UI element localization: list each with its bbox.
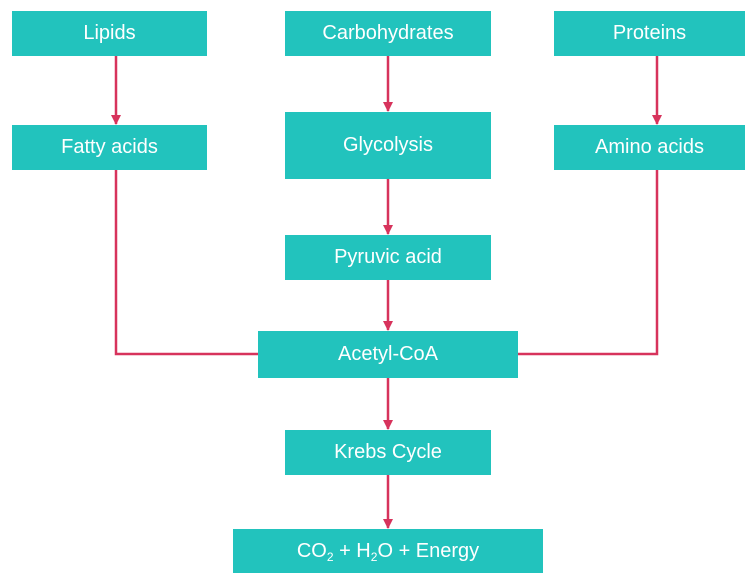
node-lipids-label: Lipids [83,22,136,44]
connector-fatty-acids-to-acetyl-coa [114,170,258,356]
node-acetyl-coa-label: Acetyl-CoA [337,343,439,365]
node-glycolysis-label: Glycolysis [342,134,433,156]
o-energy-text: O + Energy [377,539,480,562]
node-proteins: Proteins [554,11,745,56]
node-pyruvic-acid: Pyruvic acid [285,235,491,280]
plus-h-text: + H [333,539,371,562]
node-fatty-acids: Fatty acids [12,125,207,170]
node-krebs-cycle: Krebs Cycle [285,430,491,475]
node-amino-acids: Amino acids [554,125,745,170]
node-fatty-acids-label: Fatty acids [61,136,158,158]
co-subscript: 2 [326,549,334,564]
node-final-products: CO2 + H2O + Energy [233,529,543,573]
co-text: CO [296,539,327,562]
node-amino-acids-label: Amino acids [595,136,704,158]
node-lipids: Lipids [12,11,207,56]
connector-amino-acids-to-acetyl-coa [518,170,659,356]
final-products-label: CO2 + H2O + Energy [297,540,479,563]
node-proteins-label: Proteins [612,22,687,44]
node-krebs-cycle-label: Krebs Cycle [334,441,442,463]
node-glycolysis: Glycolysis [285,112,491,179]
h-subscript: 2 [370,549,378,564]
node-carbohydrates: Carbohydrates [285,11,491,56]
node-carbohydrates-label: Carbohydrates [322,22,454,44]
node-acetyl-coa: Acetyl-CoA [258,331,518,378]
node-pyruvic-acid-label: Pyruvic acid [334,246,442,268]
